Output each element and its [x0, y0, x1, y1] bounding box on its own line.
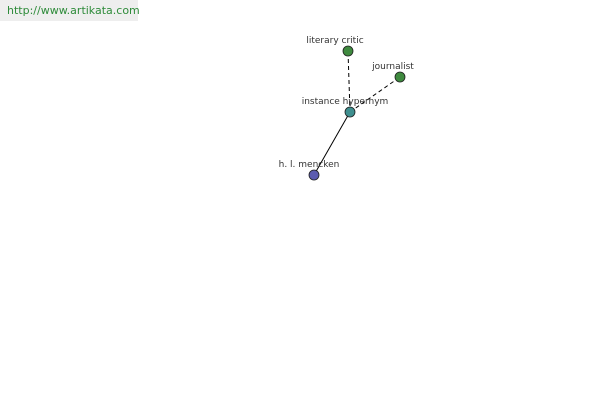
- node-instance-hypernym[interactable]: instance hypernym: [302, 97, 389, 118]
- node-label-instance-hypernym: instance hypernym: [302, 97, 389, 107]
- node-dot-literary-critic[interactable]: [342, 45, 354, 57]
- edge-instance-hypernym-to-literary-critic: [347, 50, 351, 113]
- node-label-hl-mencken: h. l. mencken: [279, 160, 340, 170]
- node-label-journalist: journalist: [371, 62, 414, 72]
- node-layer: literary critic journalist instance hypern…: [279, 36, 414, 181]
- edge-hl-mencken-to-instance-hypernym: [313, 111, 351, 176]
- edge-layer: [313, 50, 401, 176]
- node-dot-journalist[interactable]: [394, 71, 406, 83]
- site-banner: http://www.artikata.com: [0, 0, 140, 21]
- site-url-link[interactable]: http://www.artikata.com: [7, 4, 140, 17]
- node-dot-hl-mencken[interactable]: [308, 169, 320, 181]
- node-hl-mencken[interactable]: h. l. mencken: [279, 160, 340, 181]
- node-journalist[interactable]: journalist: [371, 62, 414, 83]
- node-dot-instance-hypernym[interactable]: [344, 106, 356, 118]
- node-label-literary-critic: literary critic: [306, 36, 363, 46]
- edge-instance-hypernym-to-journalist: [349, 76, 401, 113]
- node-literary-critic[interactable]: literary critic: [306, 36, 364, 57]
